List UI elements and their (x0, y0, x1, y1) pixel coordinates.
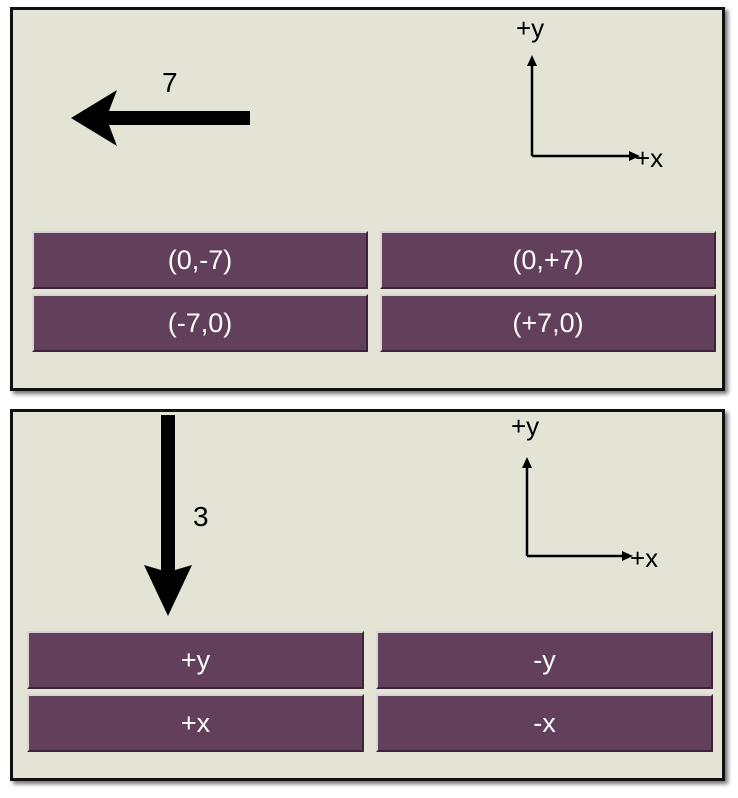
answer-option-3[interactable]: (-7,0) (32, 294, 368, 352)
question-panel-2: 3 +y +x +y -y +x -x (10, 409, 725, 781)
coordinate-axes-icon (527, 55, 640, 161)
answer-option-1[interactable]: +y (27, 631, 364, 689)
question-panel-1: 7 +y +x (0,-7) (0,+7) (-7,0) (+7,0) (10, 7, 725, 391)
answer-option-4[interactable]: (+7,0) (380, 294, 716, 352)
answer-option-4[interactable]: -x (376, 694, 713, 752)
answer-option-2[interactable]: (0,+7) (380, 231, 716, 289)
y-axis-label: +y (516, 13, 545, 43)
answer-option-1[interactable]: (0,-7) (32, 231, 368, 289)
x-axis-label: +x (635, 143, 664, 173)
answer-option-3[interactable]: +x (27, 694, 364, 752)
vector-magnitude-label: 7 (162, 67, 178, 98)
coordinate-axes-icon (522, 457, 633, 561)
vector-magnitude-label: 3 (193, 501, 209, 532)
vector-arrow-down-icon (144, 415, 192, 616)
vector-arrow-left-icon (71, 90, 250, 146)
answer-option-2[interactable]: -y (376, 631, 713, 689)
x-axis-label: +x (630, 543, 659, 573)
y-axis-label: +y (511, 411, 540, 441)
